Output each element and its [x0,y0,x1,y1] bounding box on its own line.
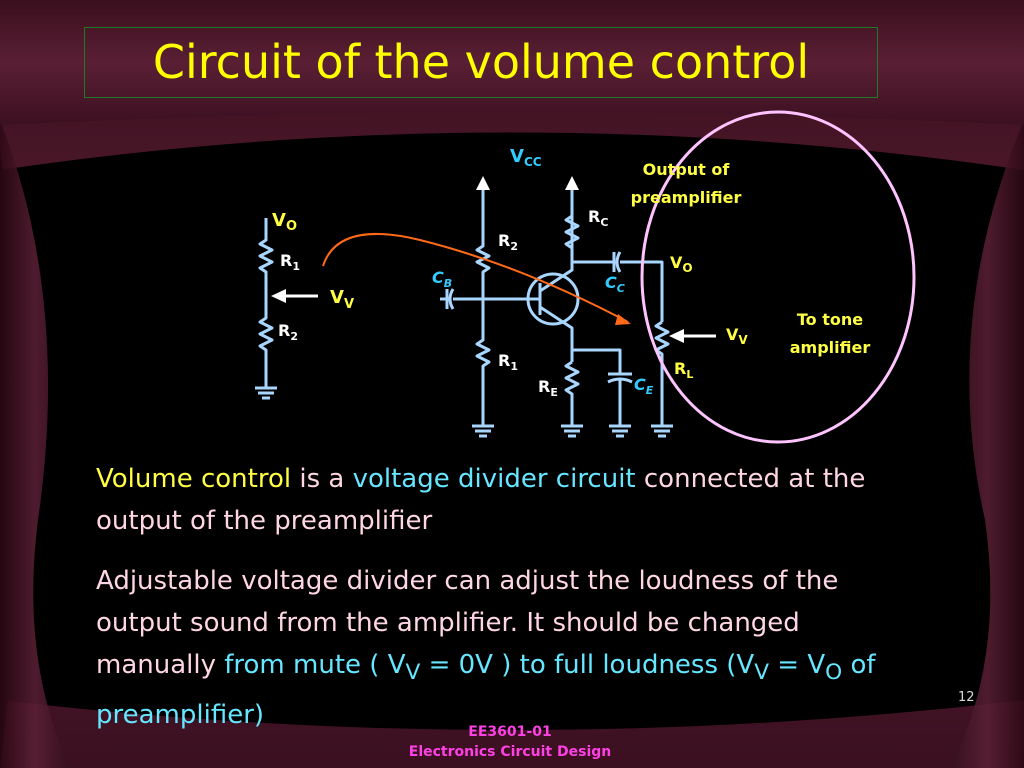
collector-circuit [564,182,664,322]
bias-r2-label: R2 [498,231,518,253]
rl-label: RL [674,359,693,381]
vcc-label: VCC [510,146,542,169]
page-number: 12 [958,690,975,705]
cc-label: CC [605,273,625,295]
left-vo-label: VO [272,210,297,234]
output-note-line1: Output of [643,160,731,179]
left-r2-label: R2 [278,321,298,343]
vcc-arrow-head-1 [476,176,490,190]
vcc-arrow-head-2 [565,176,579,190]
amp-vv-label: VV [726,325,748,347]
term-volume-control: Volume control [96,464,292,494]
re-label: RE [538,377,558,399]
cb-capacitor [440,288,540,310]
left-r1-label: R1 [280,251,300,273]
rl-potentiometer [651,320,673,438]
emitter-circuit [561,348,633,438]
slide-title: Circuit of the volume control [152,35,810,89]
term-voltage-divider: voltage divider circuit [352,464,636,494]
paragraph-adjustable-divider: Adjustable voltage divider can adjust th… [96,566,876,731]
pointer-arrow [322,233,629,323]
vcc-arrows [481,182,574,236]
tone-note-line2: amplifier [790,338,871,357]
left-voltage-divider [255,218,277,400]
rc-label: RC [588,207,608,229]
bias-r1-label: R1 [498,351,518,373]
ce-label: CE [634,375,654,397]
amp-vo-label: VO [670,253,693,275]
cb-label: CB [432,268,452,290]
mute-to-full-phrase: from mute ( VV = 0V ) to full loudness (… [96,650,876,731]
footer-course: EE3601-01 [468,724,552,740]
paragraph-volume-control: Volume control is a voltage divider circ… [96,464,866,536]
footer-subject: Electronics Circuit Design [408,744,612,760]
wiper-arrows [282,294,716,338]
title-box: Circuit of the volume control [84,27,878,98]
output-note-line2: preamplifier [631,188,742,207]
bias-divider [472,182,494,438]
highlight-circle [640,110,916,444]
left-vv-label: VV [330,287,354,312]
tone-note-line1: To tone [797,310,863,329]
